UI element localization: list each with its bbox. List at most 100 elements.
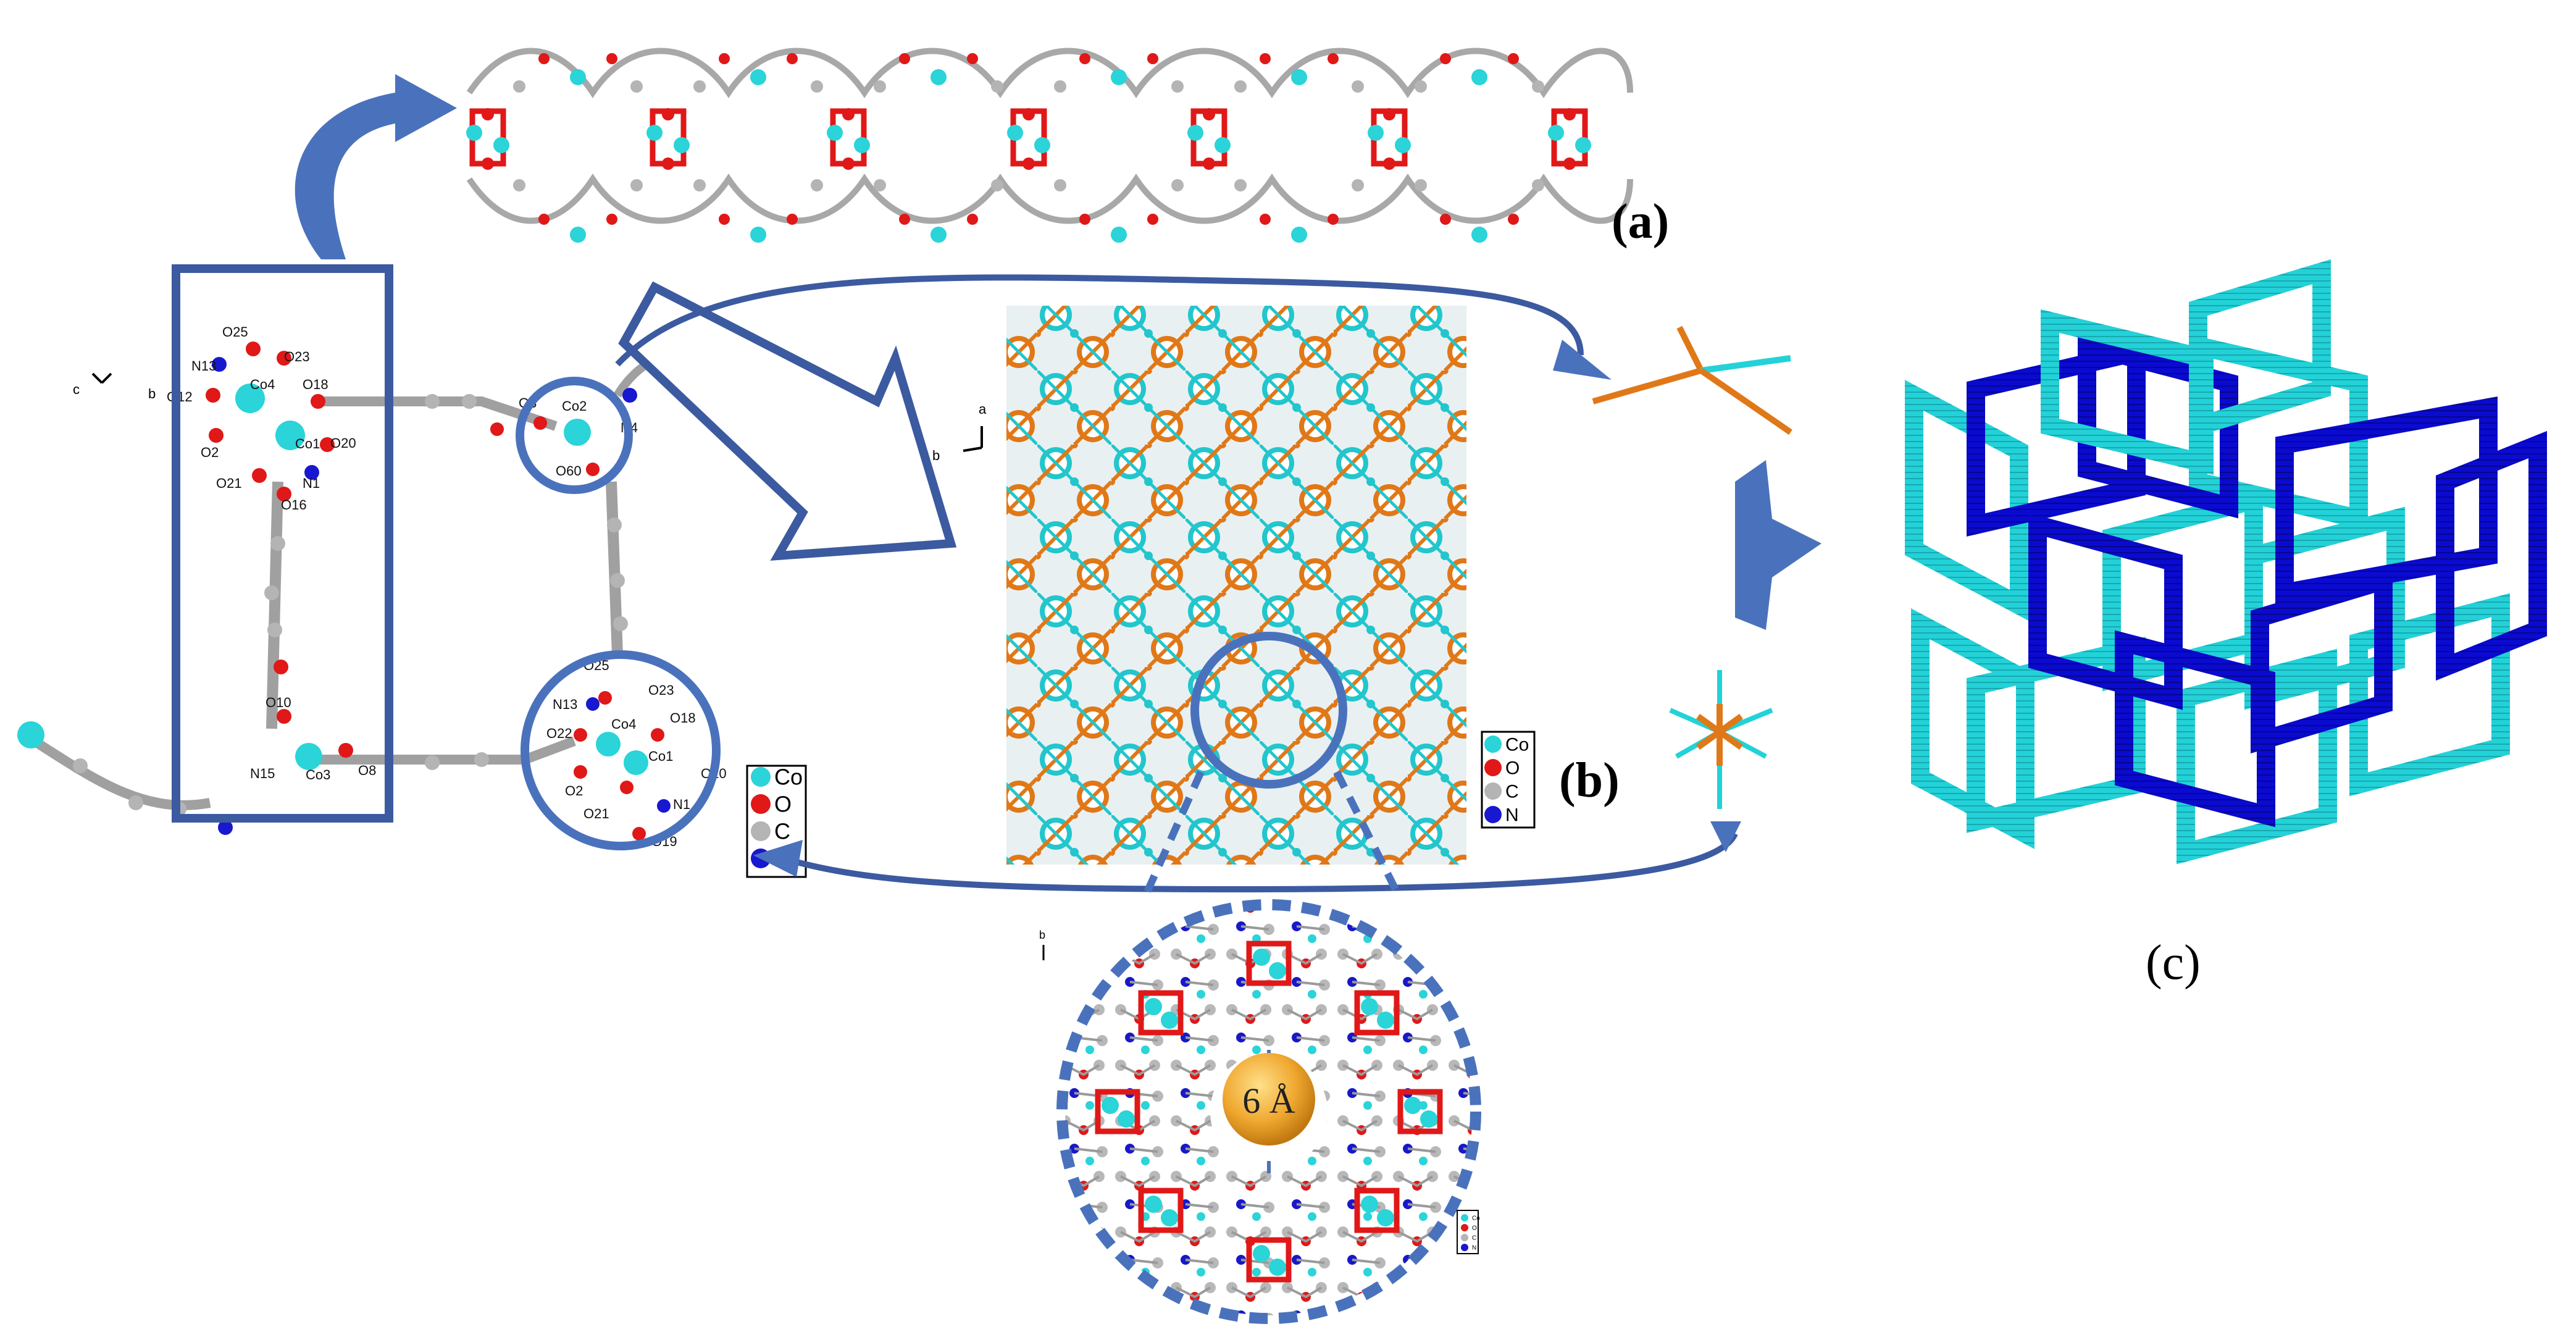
arc-arrow-bottom bbox=[783, 832, 1738, 893]
arc-arrow-top bbox=[615, 274, 1584, 367]
n-atom bbox=[218, 820, 233, 835]
atom-label: N1 bbox=[303, 476, 320, 491]
chain-structure-a bbox=[466, 48, 1633, 243]
o-atom bbox=[277, 351, 291, 366]
co-atom bbox=[17, 721, 44, 748]
atom-label: O60 bbox=[556, 463, 582, 479]
c-atom bbox=[630, 179, 643, 191]
co-cluster bbox=[1095, 1089, 1140, 1134]
o-atom bbox=[1260, 214, 1271, 225]
legend-swatch bbox=[751, 821, 771, 841]
o-atom bbox=[967, 214, 978, 225]
co-atom bbox=[1111, 227, 1127, 243]
axis-label: c bbox=[73, 382, 80, 397]
zoomed-pore: 6 Å bbox=[982, 892, 1562, 1325]
c-atom bbox=[630, 80, 643, 93]
c-atom bbox=[1234, 80, 1247, 93]
co-atom bbox=[1291, 69, 1307, 85]
atom-label: O2 bbox=[565, 783, 583, 798]
co-atom bbox=[930, 69, 947, 85]
o-atom bbox=[533, 416, 547, 430]
atom-label: N1 bbox=[673, 797, 690, 812]
o-atom bbox=[1440, 214, 1451, 225]
legend-swatch bbox=[1461, 1214, 1468, 1222]
o-atom bbox=[538, 53, 550, 64]
legend-swatch bbox=[1461, 1224, 1468, 1231]
legend-item-co: Co bbox=[751, 765, 803, 790]
atom-label: O16 bbox=[281, 497, 307, 513]
o-atom bbox=[1147, 214, 1158, 225]
o-atom bbox=[277, 709, 291, 724]
co-atom bbox=[570, 69, 586, 85]
legend-label: O bbox=[1505, 758, 1520, 779]
legend-swatch bbox=[1484, 782, 1502, 800]
zoom-connector-left bbox=[1117, 770, 1205, 953]
o-atom bbox=[538, 214, 550, 225]
legend-label: N bbox=[1505, 805, 1519, 826]
o-atom bbox=[1440, 53, 1451, 64]
n-atom bbox=[304, 465, 319, 480]
co-cluster bbox=[1138, 990, 1184, 1036]
legend-swatch bbox=[751, 794, 771, 814]
co-atom bbox=[1471, 227, 1487, 243]
o-atom bbox=[274, 660, 288, 674]
o-atom bbox=[252, 468, 267, 483]
legend-swatch bbox=[1484, 736, 1502, 753]
o-atom bbox=[246, 342, 261, 356]
metal-cluster bbox=[1007, 108, 1050, 170]
c-atom bbox=[811, 80, 823, 93]
co-atom bbox=[1471, 69, 1487, 85]
asymmetric-unit-frame bbox=[172, 264, 393, 823]
o-atom bbox=[606, 53, 617, 64]
c-atom bbox=[607, 518, 622, 532]
blue-rhomb bbox=[2436, 430, 2547, 681]
c-atom bbox=[811, 179, 823, 191]
c-atom bbox=[1532, 179, 1544, 191]
arc-arrowhead-bottom bbox=[753, 840, 803, 877]
o-atom bbox=[1328, 53, 1339, 64]
legend-label: Co bbox=[1505, 735, 1529, 755]
co-cluster bbox=[1354, 1188, 1400, 1233]
c-atom bbox=[1054, 80, 1066, 93]
legend-swatch bbox=[1484, 759, 1502, 776]
panel-label-b: (b) bbox=[1559, 753, 1620, 808]
curved-arrow-to-a bbox=[295, 74, 457, 259]
o-atom bbox=[606, 214, 617, 225]
c-atom bbox=[1352, 80, 1364, 93]
c-atom bbox=[425, 755, 440, 770]
co2-highlight-circle bbox=[516, 377, 633, 494]
o-atom bbox=[574, 728, 587, 742]
legend-item-c: C bbox=[1461, 1234, 1476, 1242]
co-atom bbox=[750, 227, 766, 243]
c-atom bbox=[1415, 80, 1427, 93]
o-atom bbox=[899, 214, 910, 225]
co-cluster bbox=[1354, 990, 1400, 1036]
metal-cluster bbox=[1187, 108, 1231, 170]
atom-label: O18 bbox=[670, 710, 696, 726]
c-atom bbox=[513, 179, 525, 191]
axis-label: b bbox=[932, 448, 940, 463]
atom-label: Co2 bbox=[562, 398, 587, 414]
legend-swatch bbox=[751, 767, 771, 787]
atom-label: Co1 bbox=[295, 436, 320, 451]
legend-swatch bbox=[1461, 1244, 1468, 1251]
atom-label: O25 bbox=[222, 324, 248, 340]
axes-mid: a b bbox=[932, 401, 987, 463]
axis-label: b bbox=[148, 386, 156, 401]
c-atom bbox=[610, 573, 625, 588]
c-atom bbox=[425, 394, 440, 409]
blue-rhomb bbox=[2115, 630, 2275, 828]
legend-item-o: O bbox=[1461, 1224, 1477, 1232]
legend-label: O bbox=[774, 792, 792, 817]
atom-label: O18 bbox=[303, 377, 328, 392]
atom-label: O22 bbox=[546, 726, 572, 741]
axes-bottom: b bbox=[1039, 929, 1045, 960]
legend-item-co: Co bbox=[1484, 735, 1529, 755]
c-atom bbox=[270, 536, 285, 551]
n-atom bbox=[622, 388, 637, 403]
co-atom bbox=[1291, 227, 1307, 243]
c-atom bbox=[1171, 80, 1184, 93]
atom-label: O20 bbox=[330, 435, 356, 451]
